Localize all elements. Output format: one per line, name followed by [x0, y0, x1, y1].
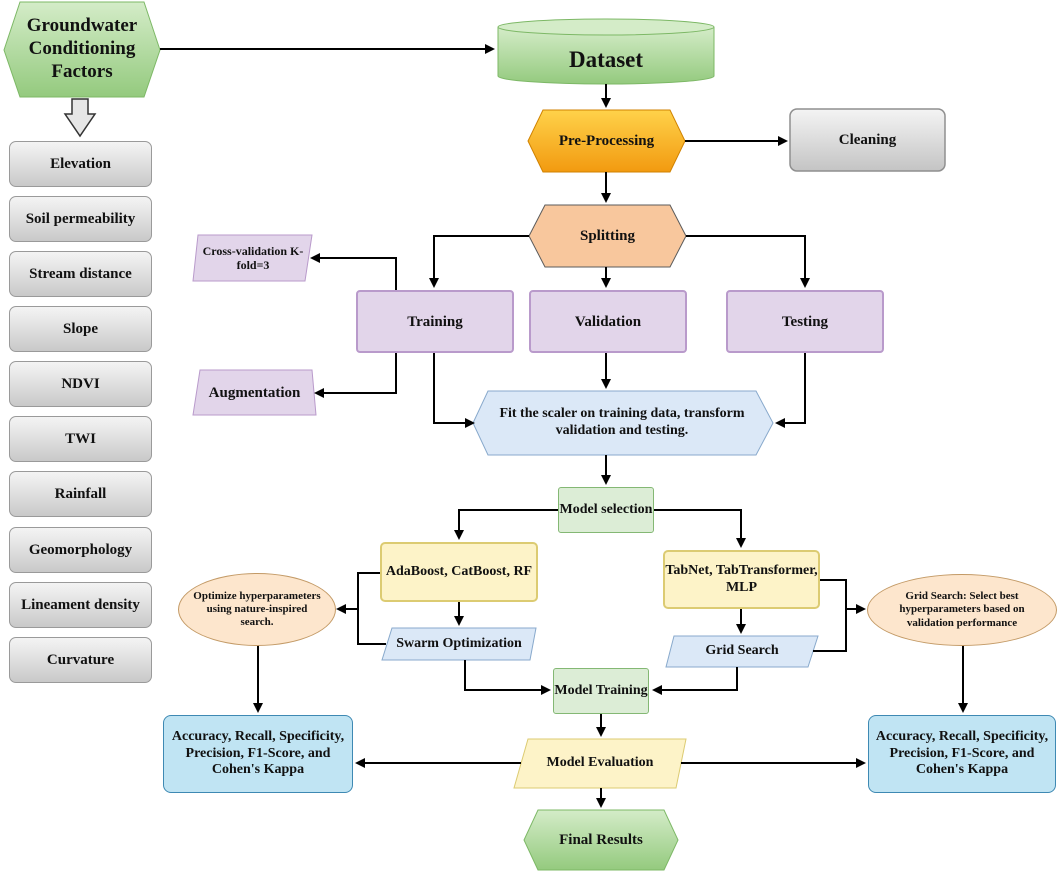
- swarm-label: Swarm Optimization: [396, 635, 522, 651]
- augmentation-label: Augmentation: [208, 385, 301, 401]
- model-evaluation-shape: [513, 738, 687, 789]
- swarm-shape: [381, 627, 537, 661]
- connectors: [160, 44, 968, 808]
- cleaning-label: Cleaning: [838, 132, 897, 148]
- edge-grid-training: [652, 667, 738, 695]
- edge-right-gridnote: [813, 579, 847, 652]
- preprocessing-label: Pre-Processing: [558, 133, 655, 149]
- dataset-label: Dataset: [568, 47, 644, 73]
- validation-node: Validation: [529, 290, 687, 353]
- cleaning-shape: [789, 108, 946, 172]
- edge-splitting-training: [429, 235, 529, 288]
- left-models-node: AdaBoost, CatBoost, RF: [380, 542, 538, 602]
- testing-node: Testing: [726, 290, 884, 353]
- factor-lineament-density: Lineament density: [9, 582, 152, 628]
- hollow-down-arrow-icon: [63, 98, 97, 138]
- factor-curvature: Curvature: [9, 637, 152, 683]
- preprocessing-shape: [527, 109, 686, 173]
- model-training-node: Model Training: [553, 668, 649, 714]
- augmentation-shape: [192, 369, 317, 416]
- splitting-label: Splitting: [579, 228, 636, 244]
- grid-search-shape: [665, 635, 819, 668]
- grid-search-label: Grid Search: [705, 643, 779, 659]
- edge-swarm-training: [464, 660, 551, 695]
- factor-geomorphology: Geomorphology: [9, 527, 152, 573]
- edge-splitting-testing: [686, 235, 810, 288]
- model-evaluation-label: Model Evaluation: [546, 755, 654, 771]
- factor-soil-permeability: Soil permeability: [9, 196, 152, 242]
- scaler-label: Fit the scaler on training data, transfo…: [499, 406, 745, 438]
- final-results-label: Final Results: [559, 832, 643, 848]
- factor-elevation: Elevation: [9, 141, 152, 187]
- edge-training-scaler: [433, 353, 475, 428]
- right-models-node: TabNet, TabTransformer, MLP: [663, 550, 820, 609]
- metrics-left-node: Accuracy, Recall, Specificity, Precision…: [163, 715, 353, 793]
- factor-stream-distance: Stream distance: [9, 251, 152, 297]
- edge-selection-right: [654, 509, 746, 548]
- metrics-right-node: Accuracy, Recall, Specificity, Precision…: [868, 715, 1056, 793]
- edge-training-crossval: [310, 253, 397, 290]
- edge-selection-left: [454, 509, 558, 540]
- dataset-cylinder-top: [497, 18, 715, 36]
- factor-slope: Slope: [9, 306, 152, 352]
- factor-rainfall: Rainfall: [9, 471, 152, 517]
- model-selection-node: Model selection: [558, 487, 654, 533]
- edge-testing-scaler: [775, 353, 806, 428]
- factors-title: Groundwater Conditioning Factors: [26, 15, 138, 82]
- factor-ndvi: NDVI: [9, 361, 152, 407]
- final-results-shape: [523, 809, 679, 871]
- factor-twi: TWI: [9, 416, 152, 462]
- edge-training-augmentation: [314, 353, 397, 398]
- factors-title-shape: [3, 1, 161, 98]
- cross-validation-label: Cross-validation K-fold=3: [202, 243, 304, 272]
- optimize-note: Optimize hyperparameters using nature-in…: [178, 573, 336, 646]
- training-node: Training: [356, 290, 514, 353]
- grid-search-note: Grid Search: Select best hyperparameters…: [867, 574, 1057, 646]
- cross-validation-shape: [192, 234, 313, 282]
